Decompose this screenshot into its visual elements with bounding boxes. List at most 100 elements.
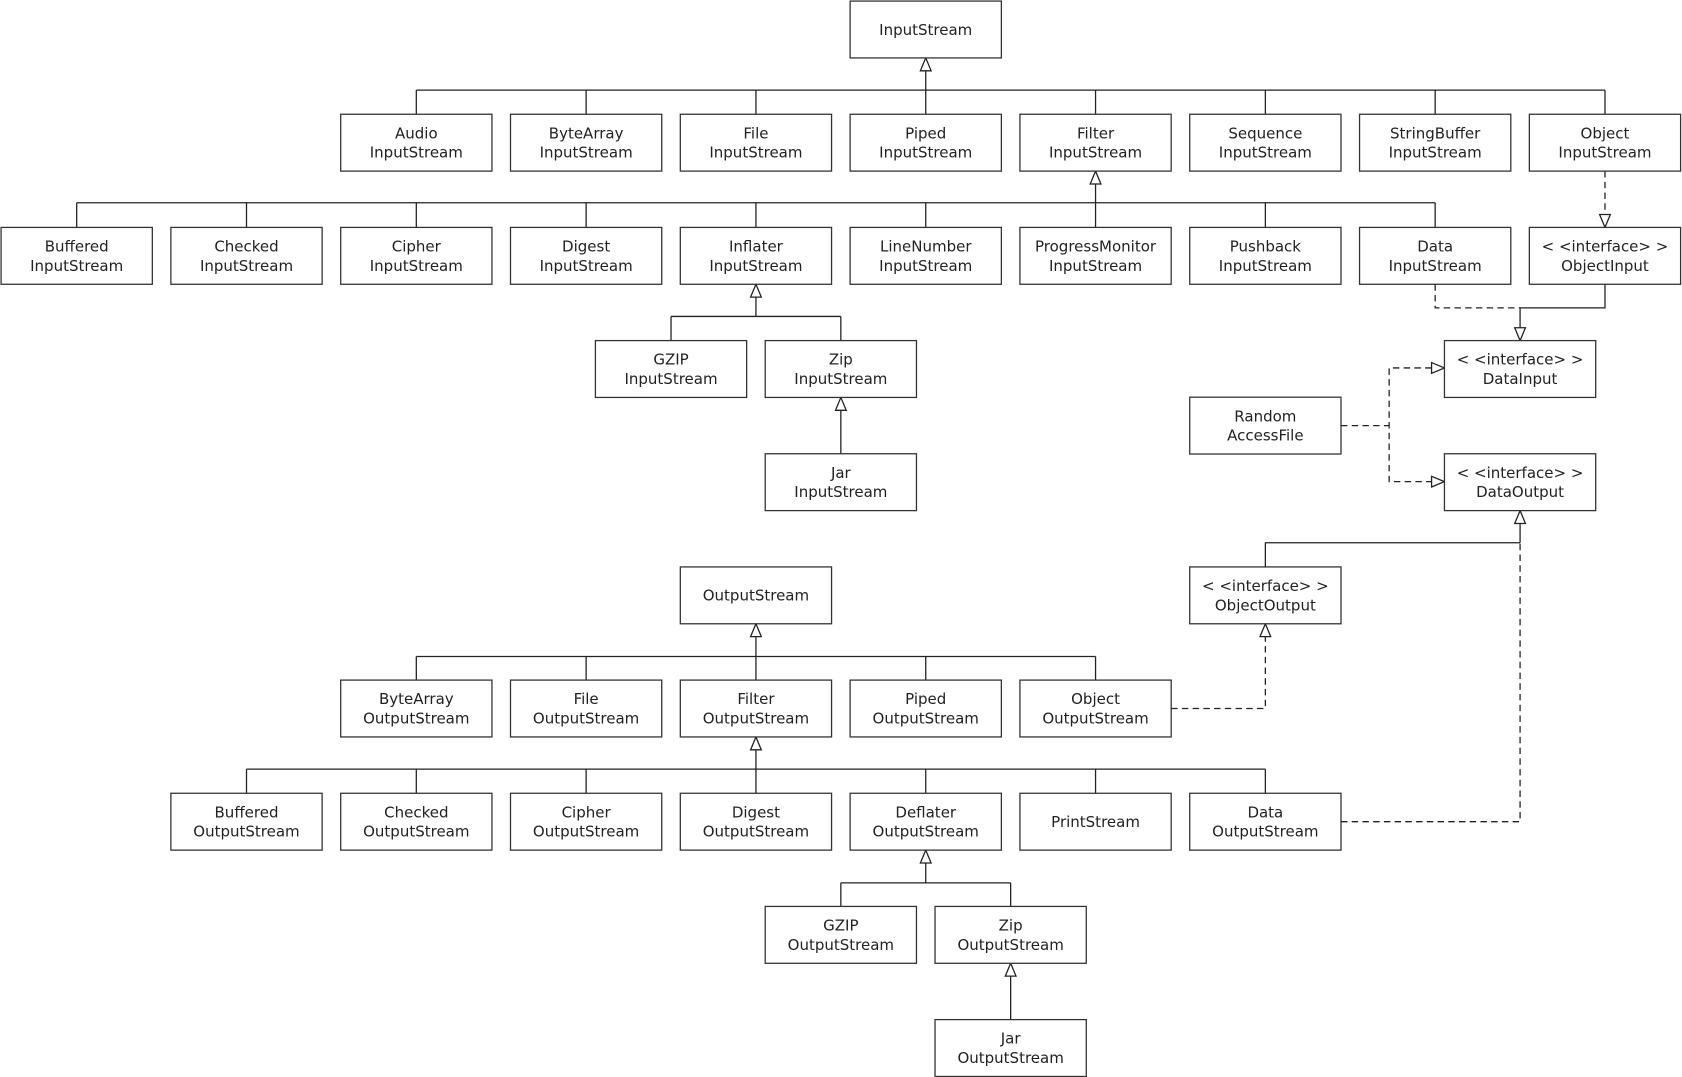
box-border [170,792,323,851]
box-border [849,113,1003,172]
class-label-line: InputStream [879,21,972,39]
class-label-line: Object [1071,690,1120,708]
box-border [594,339,748,399]
hollow-triangle-arrow-icon [1089,169,1102,185]
connector-line [1434,284,1521,309]
class-label-line: Buffered [215,803,279,821]
box-border [679,226,833,285]
class-label-line: DataInput [1483,370,1558,388]
class-label-line: Zip [999,917,1023,935]
edges [76,56,1612,1020]
class-label-line: Buffered [45,238,109,256]
class-label-line: LineNumber [880,238,972,256]
connector-line [1519,284,1606,328]
class-label-line: InputStream [30,257,123,275]
class-label-line: ProgressMonitor [1035,238,1157,256]
connector-line [1340,542,1521,823]
box-border [764,905,918,964]
class-box-outputstream[interactable]: OutputStream [679,566,833,625]
class-label-line: OutputStream [957,936,1063,954]
hollow-triangle-arrow-icon [1259,622,1272,638]
class-label-line: InputStream [1389,144,1482,162]
class-box-inputstream[interactable]: InputStream [849,0,1003,59]
class-box-objectoutput[interactable]: < <interface> >ObjectOutput [1189,566,1342,625]
box-border [1189,113,1342,172]
class-box-dataoutput[interactable]: < <interface> >DataOutput [1443,453,1597,512]
class-label-line: OutputStream [363,710,469,728]
class-label-line: File [743,124,768,142]
class-label-line: Data [1417,238,1453,256]
class-label-line: OutputStream [788,936,894,954]
box-border [1189,792,1342,851]
class-box-objectinput[interactable]: < <interface> >ObjectInput [1528,226,1682,285]
class-label-line: Checked [384,803,448,821]
class-label-line: OutputStream [873,823,979,841]
class-label-line: GZIP [823,917,858,935]
hollow-triangle-arrow-icon [1430,475,1447,488]
box-border [679,792,833,851]
class-label-line: InputStream [540,257,633,275]
box-border [1528,113,1682,172]
class-label-line: InputStream [540,144,633,162]
class-label-line: OutputStream [703,587,809,605]
class-label-line: Jar [830,464,852,482]
class-label-line: InputStream [370,257,463,275]
class-label-line: Deflater [895,803,957,821]
class-label-line: InputStream [709,257,802,275]
class-label-line: ByteArray [379,690,454,708]
hollow-triangle-arrow-icon [1513,508,1527,525]
class-label-line: OutputStream [363,823,469,841]
class-label-line: Inflater [729,238,784,256]
class-box-printstream[interactable]: PrintStream [1019,792,1172,851]
box-border [934,905,1087,964]
class-box-datainput[interactable]: < <interface> >DataInput [1443,339,1597,399]
class-label-line: ObjectOutput [1215,596,1316,614]
class-label-line: OutputStream [873,710,979,728]
class-label-line: DataOutput [1476,483,1564,501]
class-label-line: OutputStream [1212,823,1318,841]
class-label-line: Zip [829,351,853,369]
class-label-line: InputStream [1049,257,1142,275]
hollow-triangle-arrow-icon [1004,961,1017,977]
class-label-line: Jar [1000,1030,1022,1048]
box-border [340,792,493,851]
box-border [1019,679,1172,738]
class-label-line: InputStream [624,370,717,388]
box-border [679,113,833,172]
